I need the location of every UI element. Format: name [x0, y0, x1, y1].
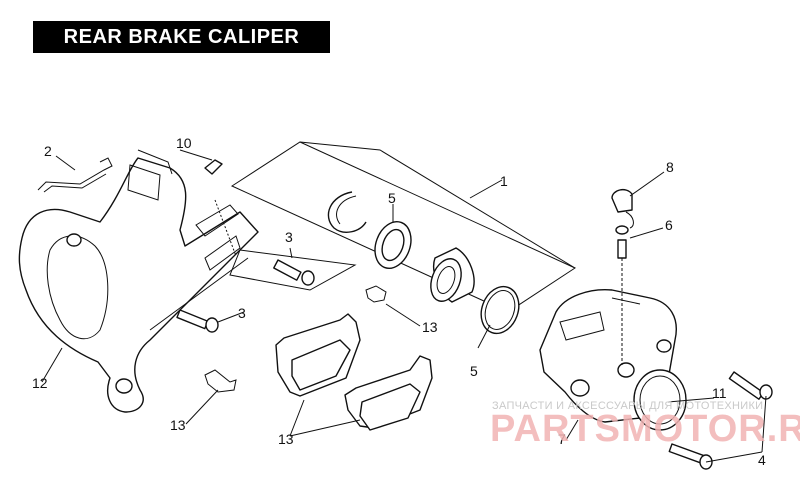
callout-3-lower: 3	[238, 305, 246, 321]
seal-5-upper	[374, 221, 412, 269]
bleeder-cap	[611, 188, 634, 229]
brake-pad-left	[275, 313, 361, 397]
diagram-title-bar: REAR BRAKE CALIPER	[33, 21, 330, 53]
watermark-logo: PARTSMOTOR.RU	[490, 408, 800, 450]
callout-5-lower: 5	[470, 363, 478, 379]
piston	[430, 247, 475, 303]
circlip	[327, 191, 367, 233]
pin-10	[204, 159, 237, 257]
watermark-text: ЗАПЧАСТИ И АКСЕССУАРЫ ДЛЯ МОТОТЕХНИКИ	[492, 400, 764, 412]
pad-clip-upper	[365, 285, 387, 303]
callout-8: 8	[666, 159, 674, 175]
callout-12: 12	[32, 375, 48, 391]
bleeder-valve	[615, 225, 629, 365]
caliper-bolt-upper	[728, 371, 773, 400]
leader-lines	[41, 149, 767, 463]
callout-13-clip-upper: 13	[422, 319, 438, 335]
diagram-title: REAR BRAKE CALIPER	[63, 25, 300, 48]
bolt-3-lower	[176, 309, 219, 333]
callout-2: 2	[44, 143, 52, 159]
callout-4: 4	[758, 452, 766, 468]
callout-10: 10	[176, 135, 192, 151]
callout-5-upper: 5	[388, 190, 396, 206]
caliper-bracket	[18, 149, 259, 413]
callout-7: 7	[558, 431, 566, 447]
bolt-3-center	[229, 249, 357, 291]
callout-3-center: 3	[285, 229, 293, 245]
caliper-body	[539, 289, 687, 431]
callout-13-pads: 13	[278, 431, 294, 447]
callout-13-clip-lower: 13	[170, 417, 186, 433]
o-ring-5-lower	[480, 285, 520, 335]
spring-clip	[37, 157, 113, 193]
piston-kit-box	[230, 141, 577, 313]
callout-11: 11	[712, 385, 727, 401]
callout-1: 1	[500, 173, 508, 189]
brake-pad-right	[344, 355, 433, 431]
callout-6: 6	[665, 217, 673, 233]
pad-clip-lower	[204, 369, 237, 393]
